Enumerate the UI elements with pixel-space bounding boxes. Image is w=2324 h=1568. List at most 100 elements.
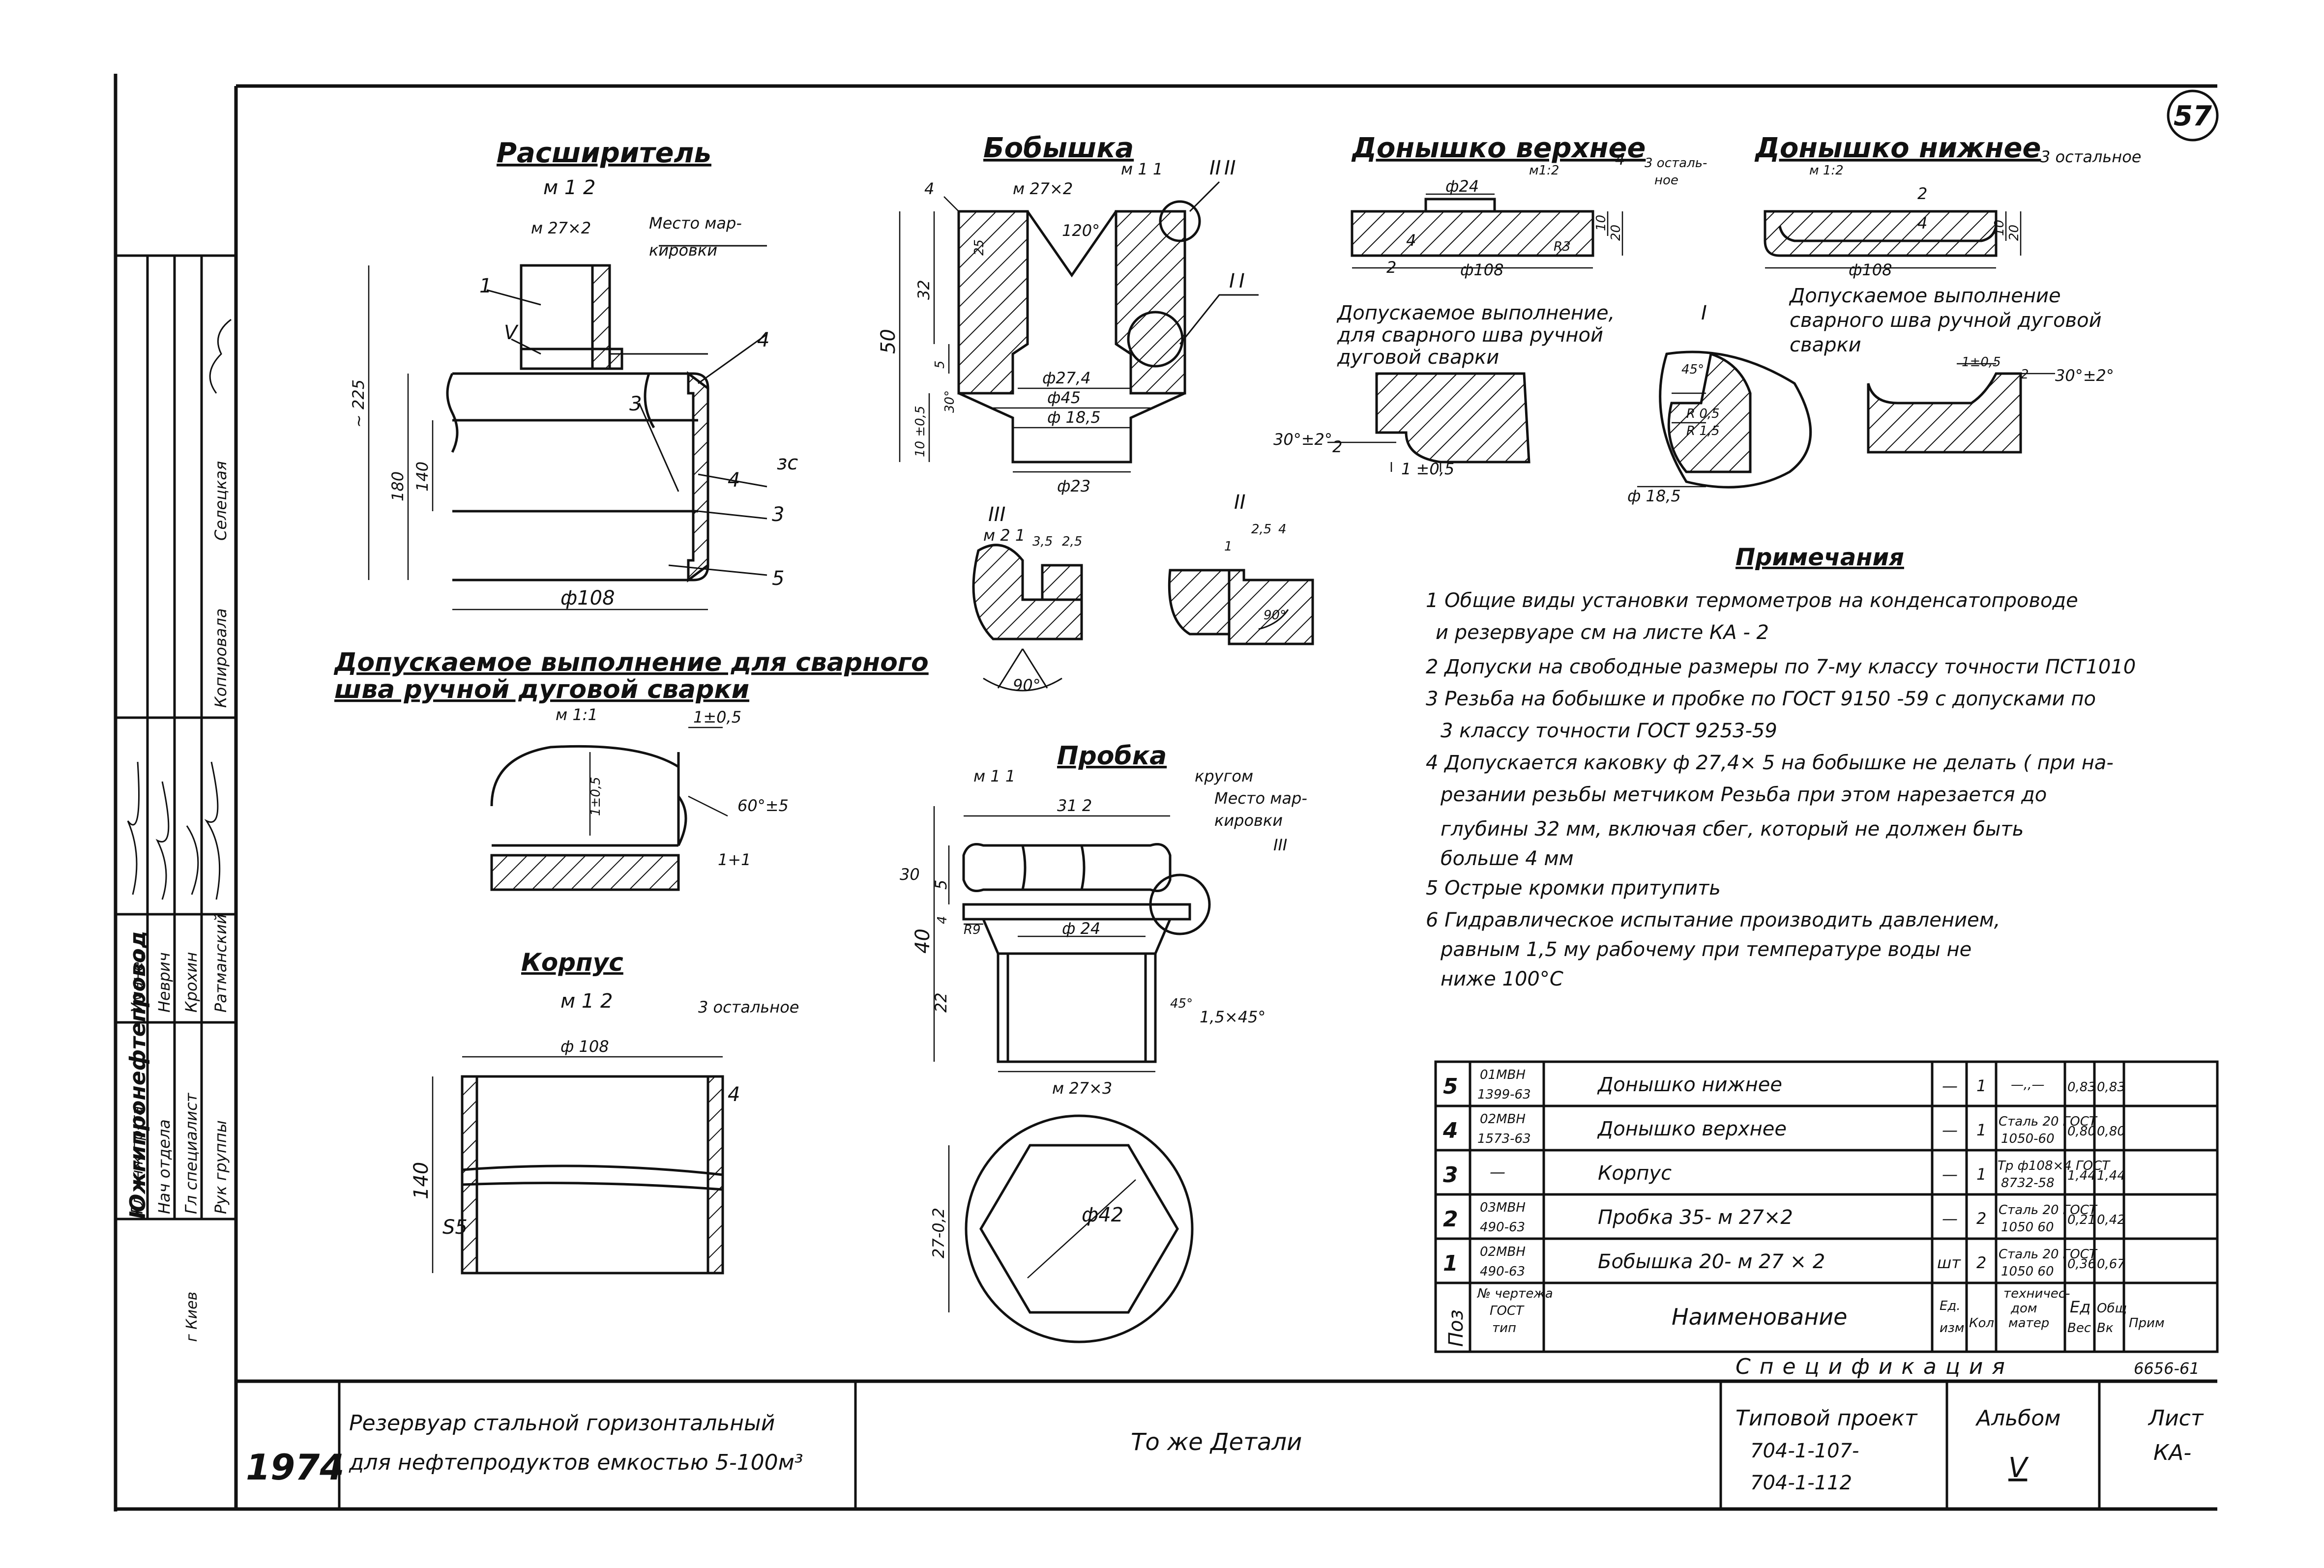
weld-lower-line-3: сварки: [1790, 334, 1861, 356]
note-line-5: 3 классу точности ГОСТ 9253-59: [1441, 720, 1777, 742]
spec-row-4-name: Пробка 35- м 27×2: [1598, 1206, 1793, 1229]
body-dim-2: 140: [410, 1162, 433, 1199]
role-1: Гл инж пр-та: [128, 1106, 147, 1214]
expander-leader-4: 4: [757, 329, 769, 351]
expander-leader-7: 5: [772, 567, 784, 590]
plug-dim-6: 22: [932, 992, 950, 1013]
detail-one-dim-2: R 0,5: [1686, 407, 1720, 421]
detail-two-dim-1: 1: [1224, 539, 1233, 554]
spec-row-2-w1: 0,80: [2067, 1124, 2096, 1139]
body-drawing: [432, 1056, 724, 1275]
expander-leader-6: 3: [772, 503, 784, 526]
detail-three-drawing: [972, 544, 1083, 692]
note-line-2: и резервуаре см на листе КА - 2: [1436, 621, 1769, 644]
signature-copy: [209, 319, 232, 394]
year: 1974: [246, 1447, 344, 1488]
note-line-1: 1 Общие виды установки термометров на ко…: [1426, 589, 2078, 612]
detail-three-dim-2: 2,5: [1062, 534, 1082, 549]
spec-row-3-name: Корпус: [1598, 1162, 1672, 1185]
org-city: г Киев: [183, 1292, 201, 1342]
name-4: Ратманский: [211, 914, 230, 1013]
weld-lower-line-1: Допускаемое выполнение: [1789, 285, 2061, 307]
plug-dim-4: 4: [935, 916, 950, 924]
spec-header-doc2: ГОСТ: [1490, 1304, 1525, 1318]
spec-row-1-name: Донышко нижнее: [1597, 1074, 1782, 1096]
spec-row-5-qty: 2: [1976, 1253, 1986, 1272]
copied-label: Копировала: [211, 609, 230, 708]
note-line-13: ниже 100°С: [1441, 968, 1563, 990]
weld-top-drawing: [1327, 372, 1530, 472]
body-scale: м 1 2: [560, 990, 613, 1013]
lower-bottom-drawing: [1764, 210, 2022, 269]
expander-leader-5: 4: [728, 469, 740, 492]
project-line-2: для нефтепродуктов емкостью 5-100м³: [349, 1450, 803, 1475]
spec-row-4-mat: Сталь 20 ГОСТ: [1999, 1203, 2098, 1218]
spec-header-qty: Кол: [1969, 1316, 1994, 1331]
role-3: Гл специалист: [182, 1092, 201, 1214]
expander-drawing: [368, 245, 767, 610]
spec-row-3-qty: 1: [1976, 1165, 1986, 1184]
spec-row-3-doc1: —: [1490, 1162, 1505, 1181]
spec-row-2-mat2: 1050-60: [2001, 1132, 2055, 1146]
expander-dim-1: ~ 225: [349, 379, 368, 428]
boss-scale: м 1 1: [1121, 160, 1163, 178]
top-bottom-rest-1: 3 осталь-: [1645, 156, 1707, 171]
typical-number-2: 704-1-112: [1750, 1472, 1852, 1494]
top-bottom-dim-6: 4: [1406, 231, 1416, 250]
spec-row-5-doc1: 02МВН: [1480, 1245, 1526, 1259]
top-bottom-dim-7: 2: [1386, 258, 1396, 277]
weld-top-line-3: дуговой сварки: [1337, 346, 1499, 369]
spec-row-5-w2: 0,67: [2097, 1257, 2125, 1272]
weld-main-dim-2: 1±0,5: [693, 708, 741, 726]
boss-dim-d23: ф23: [1057, 477, 1090, 495]
weld-lower-dim-1: 1±0,5: [1962, 355, 2001, 370]
project-line-1: Резервуар стальной горизонтальный: [349, 1411, 775, 1436]
typical-label: Типовой проект: [1736, 1406, 1918, 1431]
spec-header-doc3: тип: [1492, 1321, 1516, 1336]
weld-lower-drawing: [1867, 363, 2055, 454]
note-line-10: 5 Острые кромки притупить: [1426, 877, 1721, 900]
spec-header-w1: Ед: [2070, 1298, 2090, 1316]
spec-row-3-mat2: 8732-58: [2001, 1176, 2055, 1191]
spec-header-pos: Поз: [1445, 1309, 1468, 1347]
plug-dim-7: R9: [964, 923, 981, 937]
copied-name: Селецкая: [211, 461, 230, 541]
spec-header-w1b: Вес: [2067, 1321, 2091, 1336]
album-label: Альбом: [1975, 1406, 2060, 1431]
plug-dim-3: 5: [932, 880, 950, 890]
top-bottom-dim-2: ф108: [1460, 261, 1503, 279]
top-bottom-dim-3: 10: [1594, 215, 1609, 231]
expander-leader-2: V: [504, 321, 519, 344]
weld-top-line-2: для сварного шва ручной: [1337, 324, 1603, 347]
spec-row-4-mat2: 1050 60: [2001, 1220, 2054, 1235]
spec-row-2-name: Донышко верхнее: [1597, 1118, 1787, 1140]
spec-row-5-mat2: 1050 60: [2001, 1264, 2054, 1279]
sheet-number: 57: [2174, 100, 2212, 132]
spec-row-2-unit: —: [1942, 1121, 1958, 1139]
detail-one-dim-4: ф 18,5: [1627, 487, 1681, 505]
lower-bottom-scale: м 1:2: [1809, 163, 1844, 178]
spec-row-1-w1: 0,83: [2067, 1080, 2096, 1095]
spec-row-5-w1: 0,36: [2067, 1257, 2096, 1272]
note-line-12: равным 1,5 му рабочему при температуре в…: [1440, 938, 1971, 961]
weld-main-line-1: Допускаемое выполнение для сварного: [333, 648, 929, 677]
lower-bottom-dim-3: 20: [2007, 225, 2022, 241]
signatures: [127, 761, 221, 900]
spec-row-4-pos: 2: [1443, 1207, 1458, 1232]
spec-header-mat3: матер: [2008, 1316, 2049, 1331]
plug-mark-2: кировки: [1214, 811, 1283, 830]
expander-dim-5: зс: [777, 452, 798, 474]
weld-lower-dim-2: 2: [2021, 367, 2029, 382]
detail-two-dim-4: 90°: [1264, 608, 1286, 623]
spec-row-5-mat: Сталь 20 ГОСТ: [1999, 1247, 2098, 1262]
weld-top-dim-3: 2: [1332, 437, 1342, 456]
spec-row-5-name: Бобышка 20- м 27 × 2: [1598, 1250, 1825, 1273]
boss-callout-1: I: [1229, 270, 1235, 292]
spec-header-w2b: Вк: [2097, 1321, 2114, 1336]
svg-text:I: I: [1239, 270, 1245, 292]
org-name: Южгипронефтепровод: [125, 931, 150, 1219]
spec-row-3-mat: Тр ф108×4 ГОСТ: [1998, 1159, 2111, 1173]
expander-leader-3: 3: [629, 393, 642, 415]
boss-angle: 120°: [1062, 221, 1100, 240]
